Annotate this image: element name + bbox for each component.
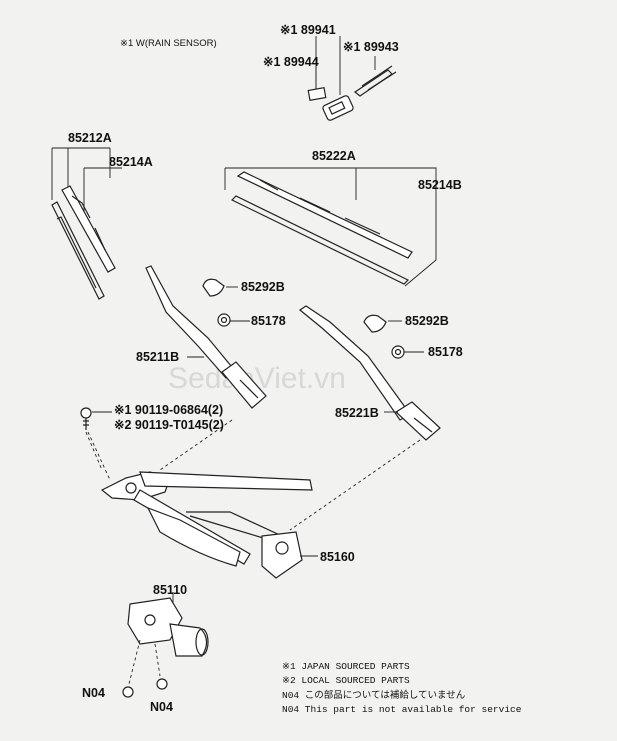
arm-mount-dashed-lines xyxy=(159,419,421,531)
label-89941: ※1 89941 xyxy=(280,23,336,37)
nut-n04-bottom xyxy=(156,678,168,690)
motor-85110 xyxy=(127,592,209,689)
cover-89943 xyxy=(353,69,393,97)
nut-85178-right xyxy=(391,345,405,359)
label-85292B-right: 85292B xyxy=(405,314,449,328)
cap-85292B-right xyxy=(363,314,387,333)
left-arm-group xyxy=(145,265,267,409)
label-89943: ※1 89943 xyxy=(343,40,399,54)
linkage-pivot-right xyxy=(261,531,303,579)
rain-sensor-89941 xyxy=(322,95,354,121)
label-89944: ※1 89944 xyxy=(263,55,319,69)
bolt-head xyxy=(80,407,92,419)
linkage-link-plate xyxy=(146,506,241,567)
label-bolt-1: ※1 90119-06864(2) xyxy=(114,403,223,417)
label-85211B: 85211B xyxy=(136,350,179,364)
arm-base-85211B xyxy=(221,361,267,409)
blade-rubber-85214A xyxy=(51,201,105,300)
bracket-85222A xyxy=(225,167,437,287)
nut-85178-left xyxy=(217,313,231,327)
blade-85222A xyxy=(236,171,413,259)
bracket-85214A xyxy=(83,167,122,215)
label-n04-bottom: N04 xyxy=(150,700,173,714)
motor-body xyxy=(169,623,208,657)
header-note: ※1 W(RAIN SENSOR) xyxy=(120,38,217,49)
label-85160: 85160 xyxy=(320,550,355,564)
linkage-85160 xyxy=(100,419,421,579)
label-85178-left: 85178 xyxy=(251,314,286,328)
label-85214A: 85214A xyxy=(109,155,153,169)
right-arm-group xyxy=(298,305,441,441)
bolt-group xyxy=(80,407,112,481)
label-85214B: 85214B xyxy=(418,178,462,192)
bolt-dashed-line xyxy=(85,431,111,481)
legend-japan: ※1 JAPAN SOURCED PARTS xyxy=(282,661,410,672)
nut-n04-left xyxy=(122,686,134,698)
legend-local: ※2 LOCAL SOURCED PARTS xyxy=(282,675,410,686)
label-85178-right: 85178 xyxy=(428,345,463,359)
label-85222A: 85222A xyxy=(312,149,356,163)
label-85212A: 85212A xyxy=(68,131,112,145)
left-blade-group xyxy=(51,147,122,300)
label-85110: 85110 xyxy=(153,583,187,597)
rain-sensor-group xyxy=(307,36,397,121)
label-85221B: 85221B xyxy=(335,406,379,420)
label-85292B-left: 85292B xyxy=(241,280,285,294)
bolt-shank xyxy=(83,418,89,430)
label-bolt-2: ※2 90119-T0145(2) xyxy=(114,418,224,432)
right-blade-group xyxy=(224,167,437,287)
legend-n04-jp: N04 この部品については補給していません xyxy=(282,689,465,701)
label-n04-left: N04 xyxy=(82,686,105,700)
blade-85212A xyxy=(61,185,116,273)
cap-85292B-left xyxy=(202,278,225,297)
bracket-85212A xyxy=(51,147,111,200)
linkage-rod-upper xyxy=(139,471,313,491)
legend-n04-en: N04 This part is not available for servi… xyxy=(282,704,522,715)
pad-89944 xyxy=(307,86,327,102)
blade-rubber-85214B xyxy=(230,195,410,285)
